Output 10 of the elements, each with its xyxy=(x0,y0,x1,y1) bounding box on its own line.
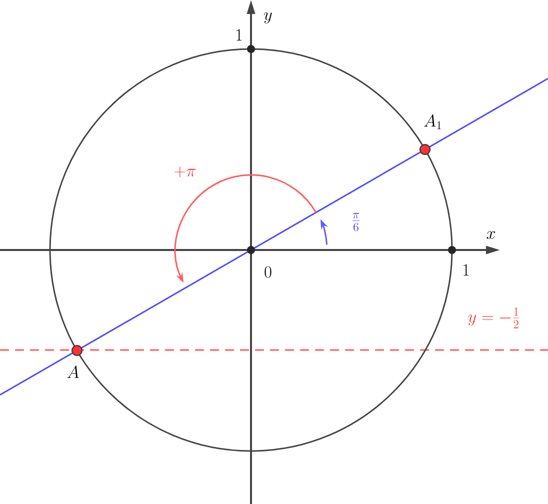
tick-label: $1$ xyxy=(236,29,242,41)
point-label: $A$ xyxy=(67,366,79,378)
angle-label: $\frac{\pi}{6}$ xyxy=(352,213,360,232)
axis-label: $x$ xyxy=(486,231,496,239)
tick-label: $1$ xyxy=(464,264,469,276)
point-label: $A_1$ xyxy=(424,114,442,130)
angle-label: $+\pi$ xyxy=(174,166,196,178)
axis-label: $y$ xyxy=(264,12,272,24)
tick-label: $0$ xyxy=(264,266,272,278)
line-label: $y=-\frac{1}{2}$ xyxy=(468,308,520,328)
